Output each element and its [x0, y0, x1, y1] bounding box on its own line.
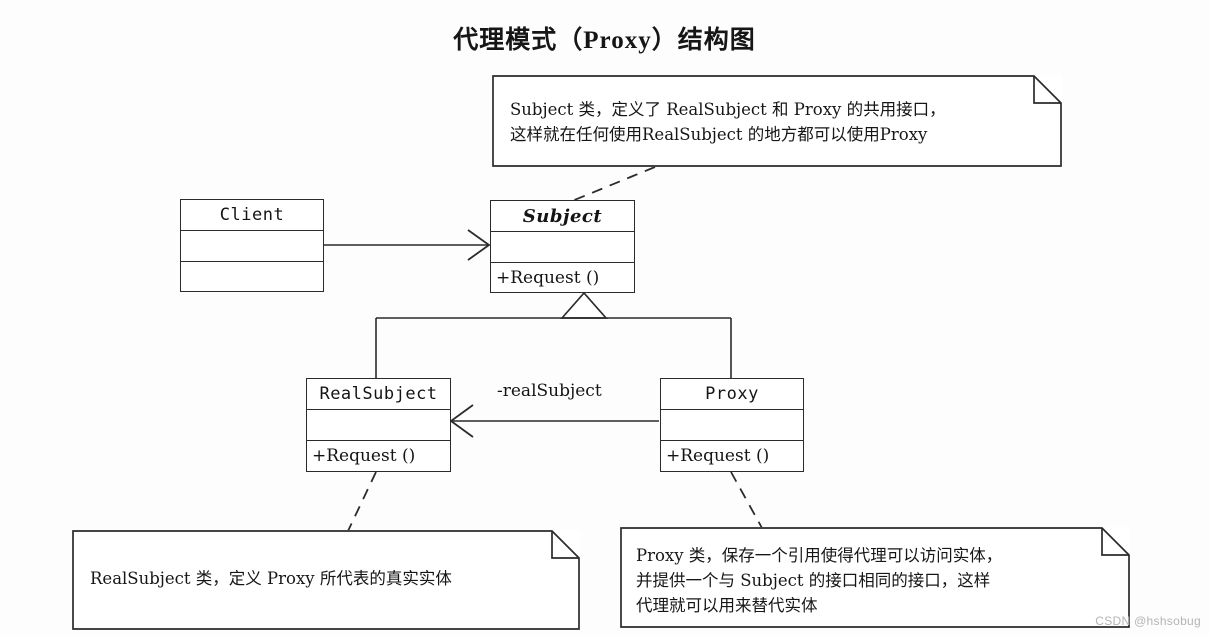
page-title: 代理模式（Proxy）结构图	[453, 27, 756, 54]
class-box-realsubject[interactable]: RealSubject +Request ()	[306, 378, 451, 472]
note-realsubject: RealSubject 类，定义 Proxy 所代表的真实实体	[72, 530, 580, 630]
watermark: CSDN @hshsobug	[1095, 614, 1201, 628]
class-attributes-realsubject	[307, 410, 450, 441]
class-operations-realsubject: +Request ()	[312, 446, 416, 466]
class-attributes-proxy	[661, 410, 803, 441]
class-operations-client	[181, 262, 323, 291]
note-anchor-proxy	[730, 471, 763, 529]
note-proxy-text: Proxy 类，保存一个引用使得代理可以访问实体， 并提供一个与 Subject…	[636, 546, 1003, 615]
class-attributes-subject	[491, 232, 634, 263]
edge-client-to-subject	[323, 229, 491, 261]
note-shape-icon	[492, 75, 1062, 167]
class-name-subject: Subject	[491, 201, 634, 232]
note-anchor-subject	[571, 166, 656, 202]
note-anchor-realsubject	[347, 471, 377, 532]
note-proxy: Proxy 类，保存一个引用使得代理可以访问实体， 并提供一个与 Subject…	[620, 527, 1130, 628]
edge-proxy-to-realsubject	[449, 404, 659, 438]
class-name-client: Client	[181, 200, 323, 231]
edge-label-realsubject: -realSubject	[497, 381, 602, 401]
note-shape-icon	[72, 530, 580, 630]
note-subject: Subject 类，定义了 RealSubject 和 Proxy 的共用接口，…	[492, 75, 1062, 167]
class-name-proxy: Proxy	[661, 379, 803, 410]
class-attributes-client	[181, 231, 323, 262]
class-name-realsubject: RealSubject	[307, 379, 450, 410]
note-shape-icon	[620, 527, 1130, 628]
class-operations-subject: +Request ()	[496, 267, 600, 288]
class-box-client[interactable]: Client	[180, 199, 324, 292]
note-realsubject-text: RealSubject 类，定义 Proxy 所代表的真实实体	[90, 569, 452, 588]
class-box-proxy[interactable]: Proxy +Request ()	[660, 378, 804, 472]
class-operations-proxy: +Request ()	[666, 446, 770, 466]
edge-generalization-subject	[375, 291, 732, 378]
class-box-subject[interactable]: Subject +Request ()	[490, 200, 635, 293]
note-subject-text: Subject 类，定义了 RealSubject 和 Proxy 的共用接口，…	[510, 100, 946, 144]
